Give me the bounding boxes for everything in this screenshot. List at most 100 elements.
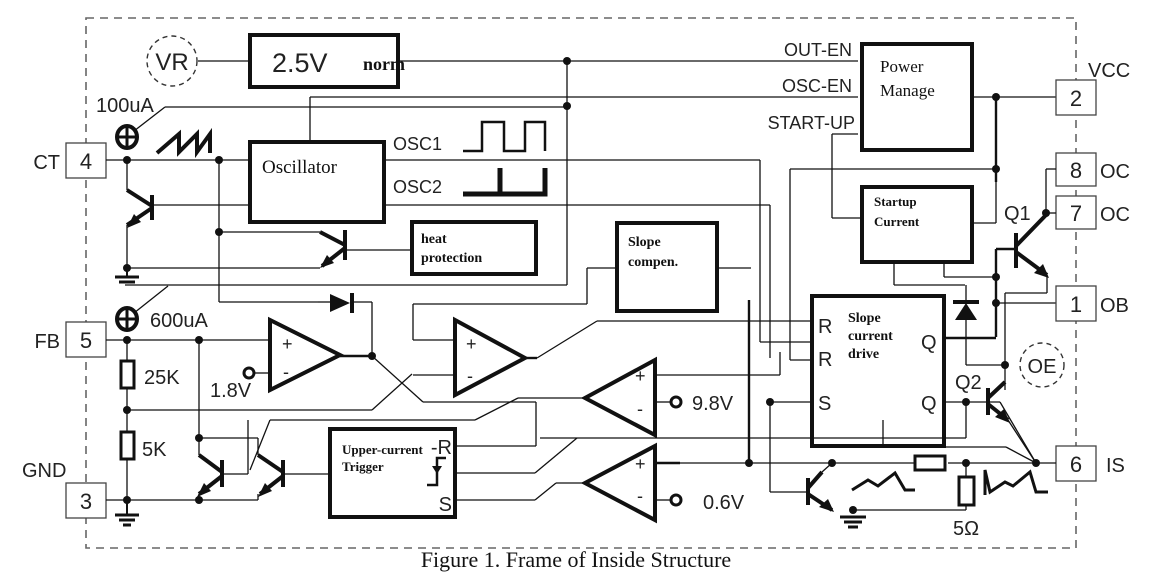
pin-8-oc: 8 OC (1055, 152, 1130, 187)
ff-pin-q2: Q (921, 393, 937, 415)
slope-compen-block (615, 221, 719, 313)
pin-name: GND (22, 460, 66, 482)
resistor-filter-icon (913, 454, 947, 472)
pin-name: OB (1100, 295, 1129, 317)
plus-sign: + (282, 334, 293, 354)
startup-current-label-2: Current (874, 214, 920, 229)
reference-block (248, 33, 400, 89)
pin-4-ct: 4 CT (33, 142, 107, 179)
oscillator-block (248, 140, 386, 224)
signal-start-up: START-UP (768, 113, 855, 133)
oscillator-label: Oscillator (262, 157, 338, 178)
plus-sign: + (466, 334, 477, 354)
current-source-icon (115, 124, 139, 150)
vref-9-8v-label: 9.8V (692, 393, 734, 415)
r-sense-label: 5Ω (953, 518, 979, 540)
ff-pin-r1: R (818, 316, 832, 338)
pin-6-is: 6 IS (1055, 445, 1125, 482)
pin-number: 7 (1070, 201, 1082, 226)
power-manage-label-1: Power (880, 57, 924, 76)
ground-icon (840, 506, 866, 529)
ff-pin-s: S (818, 393, 831, 415)
slope-current-drive-block (810, 294, 946, 448)
q2-label: Q2 (955, 372, 982, 394)
pin-3-gnd: 3 GND (22, 460, 107, 519)
pin-2-vcc: 2 VCC (1055, 60, 1130, 116)
minus-sign: - (283, 362, 289, 382)
transistor-trig-2-icon (256, 453, 285, 497)
pin-name: OC (1100, 161, 1130, 183)
signal-osc-en: OSC-EN (782, 76, 852, 96)
transistor-ct-discharge-icon (125, 188, 154, 228)
signal-osc2: OSC2 (393, 177, 442, 197)
pulse-wave-icon (463, 168, 548, 197)
ff-pin-r2: R (818, 349, 832, 371)
plus-sign: + (635, 366, 646, 386)
diode-q1-base-icon (953, 300, 979, 320)
upper-current-trigger-block (328, 427, 457, 519)
pin-name: VCC (1088, 60, 1130, 82)
comparator-9-8v (580, 356, 657, 439)
upper-trigger-label-2: Trigger (342, 459, 384, 474)
pin-5-fb: 5 FB (34, 321, 107, 358)
trig-pin-r: -R (431, 437, 452, 459)
transistor-q1-icon (1014, 213, 1049, 278)
startup-current-block (860, 185, 974, 264)
minus-sign: - (637, 399, 643, 419)
resistor-25k-icon (119, 359, 136, 390)
r-25k-label: 25K (144, 367, 180, 389)
pin-number: 3 (80, 489, 92, 514)
power-manage-label-2: Manage (880, 81, 935, 100)
minus-sign: - (467, 366, 473, 386)
transistor-trig-1-icon (197, 453, 224, 497)
heat-protection-label-1: heat (421, 232, 447, 247)
comparator-0-6v (580, 442, 657, 524)
heat-protection-block (410, 220, 538, 276)
transistor-heat-icon (319, 230, 347, 268)
pin-7-oc: 7 OC (1055, 195, 1130, 230)
current-source-600ua-label: 600uA (150, 310, 208, 332)
pin-1-ob: 1 OB (1055, 285, 1129, 322)
signal-osc1: OSC1 (393, 134, 442, 154)
resistor-5ohm-icon (957, 475, 976, 507)
pin-number: 8 (1070, 158, 1082, 183)
vref-0-6v-label: 0.6V (703, 492, 745, 514)
upper-trigger-label-1: Upper-current (342, 442, 424, 457)
slope-drive-label-3: drive (848, 347, 879, 362)
plus-sign: + (635, 454, 646, 474)
q1-label: Q1 (1004, 203, 1031, 225)
pin-name: OC (1100, 204, 1130, 226)
comparator-1-8v (268, 316, 345, 394)
pin-name: IS (1106, 455, 1125, 477)
vref-value: 2.5V (272, 48, 328, 78)
minus-sign: - (637, 486, 643, 506)
oe-label: OE (1028, 356, 1057, 378)
r-5k-label: 5K (142, 439, 167, 461)
slope-compen-label-1: Slope (628, 235, 661, 250)
vref-1-8v-label: 1.8V (210, 380, 252, 402)
transistor-blanking-icon (806, 470, 834, 512)
startup-current-label-1: Startup (874, 194, 917, 209)
pin-number: 2 (1070, 86, 1082, 111)
pin-name: FB (34, 331, 60, 353)
is-ramp-wave-icon (983, 469, 1048, 495)
slope-drive-label-1: Slope (848, 311, 881, 326)
ff-pin-q1: Q (921, 332, 937, 354)
pin-number: 1 (1070, 292, 1082, 317)
vref-suffix: norm (363, 54, 405, 74)
pin-name: CT (33, 152, 60, 174)
figure-caption: Figure 1. Frame of Inside Structure (420, 547, 732, 572)
trig-pin-s: S (439, 494, 452, 516)
sense-ramp-wave-icon (851, 470, 915, 492)
resistor-5k-icon (119, 430, 136, 461)
square-wave-icon (463, 120, 547, 153)
transistor-q2-icon (986, 380, 1010, 423)
pin-number: 6 (1070, 452, 1082, 477)
signal-out-en: OUT-EN (784, 40, 852, 60)
heat-protection-label-2: protection (421, 251, 482, 266)
comparator-slope (453, 316, 530, 399)
current-source-100ua-label: 100uA (96, 95, 154, 117)
chip-boundary (85, 17, 1077, 549)
slope-compen-label-2: compen. (628, 255, 678, 270)
